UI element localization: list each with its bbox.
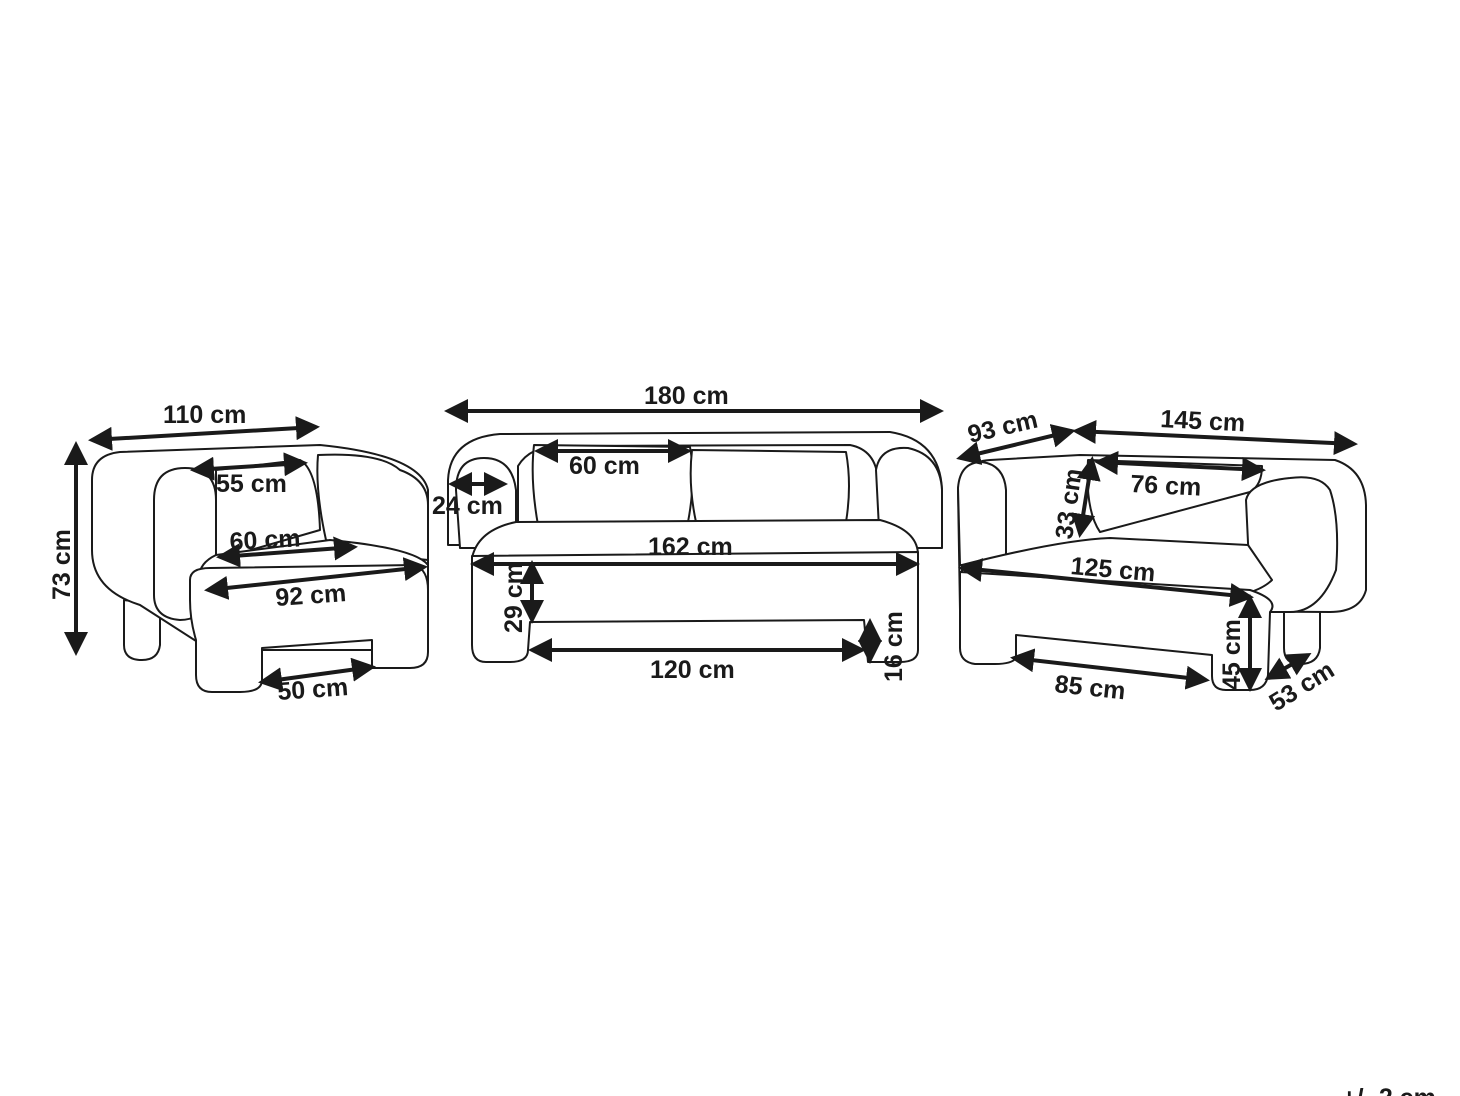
corner-sofa-width-arrow xyxy=(1072,419,1358,456)
tolerance-note: +/- 2 cm xyxy=(1342,1084,1436,1096)
corner-sofa-seat-depth-label: 53 cm xyxy=(1264,656,1339,717)
sofa-front-base xyxy=(471,551,919,663)
corner-sofa-depth-arrow xyxy=(956,424,1076,465)
armchair-leg-gap-label: 50 cm xyxy=(276,673,349,706)
sofa-cushion-label: 60 cm xyxy=(569,452,640,480)
armchair-seat-width-label: 92 cm xyxy=(274,579,347,612)
sofa-base-label: 120 cm xyxy=(650,656,735,684)
corner-sofa-right-arm xyxy=(1245,476,1339,613)
corner-sofa-seat-depth-arrow xyxy=(1264,653,1312,680)
sofa-seat-height-label: 29 cm xyxy=(500,562,528,633)
armchair-width-arrow xyxy=(88,416,320,451)
armchair-height-label: 73 cm xyxy=(48,529,76,600)
armchair-cushion-arrow xyxy=(190,452,308,481)
armchair-back-leg xyxy=(123,599,161,661)
sofa-right-cushion xyxy=(689,449,850,523)
sofa-leg-height-label: 16 cm xyxy=(880,611,908,682)
corner-sofa-seat-width-arrow xyxy=(958,558,1254,607)
sofa-width-label: 180 cm xyxy=(644,382,729,410)
sofa-arm-label: 24 cm xyxy=(432,492,503,520)
corner-sofa-seat-height-label: 45 cm xyxy=(1218,619,1246,690)
corner-sofa-base-arrow xyxy=(1010,648,1210,690)
corner-sofa-cushion-arrow xyxy=(1094,450,1266,482)
armchair-right-arm xyxy=(316,453,429,561)
armchair-seat-width-arrow xyxy=(204,557,428,600)
corner-sofa-width-label: 145 cm xyxy=(1160,405,1246,437)
corner-sofa-left-arm xyxy=(957,461,1007,566)
armchair-seat-depth-arrow xyxy=(216,536,358,568)
armchair-leg-gap-arrow xyxy=(258,657,376,692)
armchair-width-label: 110 cm xyxy=(163,401,246,429)
armchair-cushion-label: 55 cm xyxy=(216,470,287,498)
corner-sofa-base-label: 85 cm xyxy=(1053,670,1126,705)
sofa-right-arm xyxy=(875,446,943,549)
armchair-seat-depth-label: 60 cm xyxy=(229,524,301,556)
corner-sofa-back-leg xyxy=(1283,609,1321,665)
dimension-arrows xyxy=(64,399,1358,692)
corner-sofa-backrest-arrow xyxy=(1071,456,1101,538)
corner-sofa-cushion-label: 76 cm xyxy=(1130,470,1202,502)
sofa-seat-width-label: 162 cm xyxy=(648,533,733,561)
